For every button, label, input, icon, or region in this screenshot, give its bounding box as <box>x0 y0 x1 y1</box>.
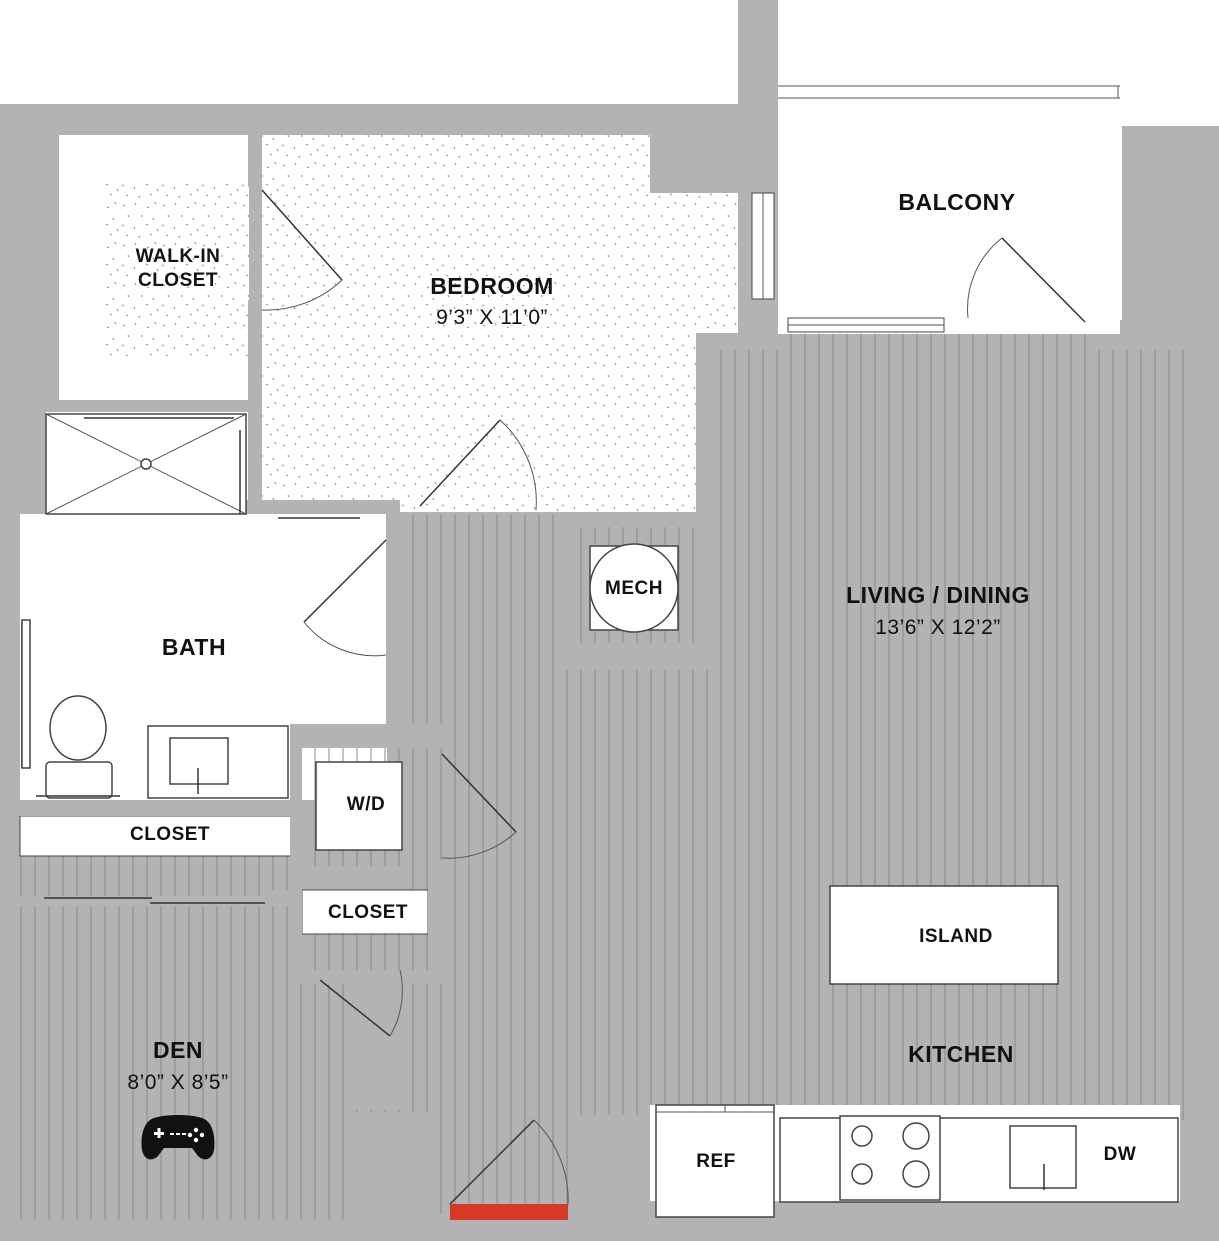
walk-in-closet-label-line1: WALK-IN <box>136 246 221 267</box>
windows <box>751 192 945 333</box>
kitchen-label: KITCHEN <box>908 1041 1014 1067</box>
den-label: DEN <box>153 1037 203 1063</box>
game-controller-icon <box>141 1115 215 1160</box>
mech-label: MECH <box>605 578 663 599</box>
living-dining-dimensions: 13’6” X 12’2” <box>875 616 1001 639</box>
island-label: ISLAND <box>919 926 993 947</box>
bath-fixtures <box>21 413 360 799</box>
entry-threshold <box>450 1204 568 1220</box>
room-labels: WALK-IN CLOSET BEDROOM 9’3” X 11’0” BALC… <box>127 189 1137 1172</box>
wd-label: W/D <box>347 794 385 815</box>
interior-walls <box>0 135 708 1225</box>
bath-label: BATH <box>162 634 226 660</box>
closet-label-1: CLOSET <box>130 824 210 845</box>
bedroom-label: BEDROOM <box>430 273 554 299</box>
bedroom-dimensions: 9’3” X 11’0” <box>436 306 548 329</box>
closet-label-2: CLOSET <box>328 902 408 923</box>
den-dimensions: 8’0” X 8’5” <box>127 1071 228 1094</box>
kitchen-island <box>829 885 1059 985</box>
mech-unit <box>589 543 679 633</box>
balcony-label: BALCONY <box>898 189 1015 215</box>
kitchen-fixtures <box>655 1104 1179 1218</box>
dw-label: DW <box>1104 1144 1137 1165</box>
washer-dryer-unit <box>315 761 403 851</box>
ref-label: REF <box>696 1151 736 1172</box>
living-dining-label: LIVING / DINING <box>846 582 1030 608</box>
balcony-railing <box>778 85 1120 99</box>
doors <box>44 189 1086 1205</box>
walk-in-closet-label-line2: CLOSET <box>138 270 218 291</box>
